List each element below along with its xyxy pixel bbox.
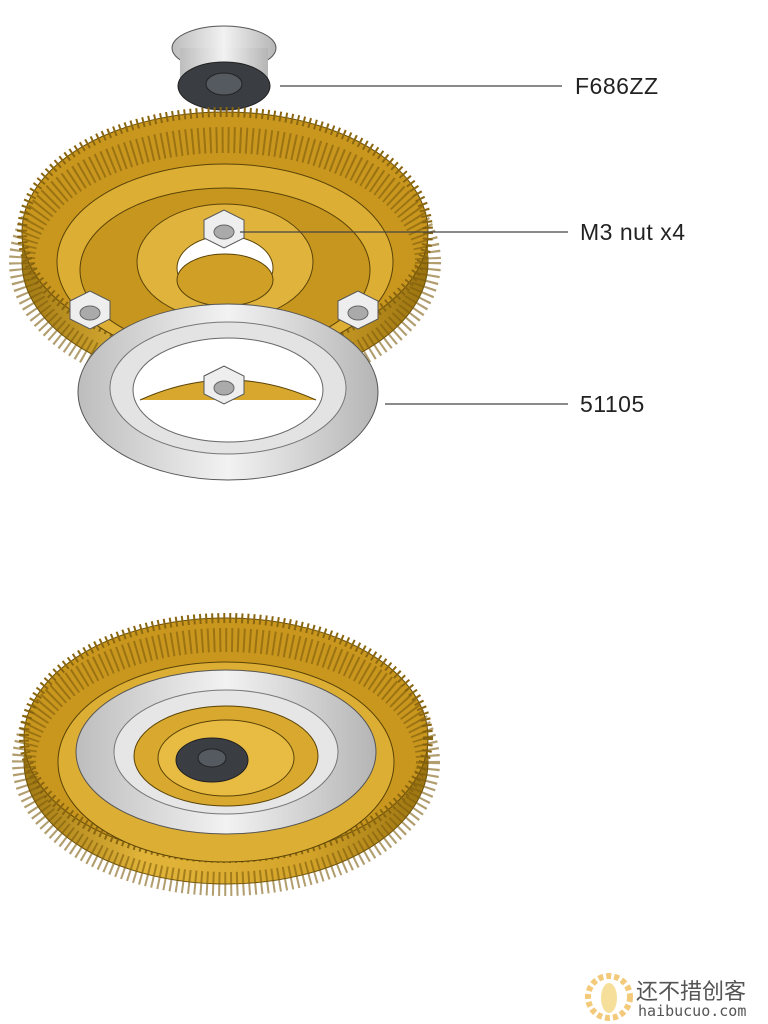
m3-nuts [69,209,379,330]
label-bearing: F686ZZ [575,73,659,99]
timing-gear-exploded [9,107,441,397]
label-nuts: M3 nut x4 [580,219,686,245]
m3-nut [69,290,111,330]
watermark-logo-icon [585,973,633,1021]
m3-nut [203,209,245,249]
watermark: 还不措创客 haibucuo.com [584,970,768,1024]
thrust-bearing [77,303,379,481]
watermark-name: 还不措创客 [636,979,747,1004]
timing-gear-assembled [12,613,440,896]
label-thrust-bearing: 51105 [580,391,645,417]
flanged-bearing [171,25,277,111]
m3-nut [337,290,379,330]
watermark-domain: haibucuo.com [638,1002,747,1020]
